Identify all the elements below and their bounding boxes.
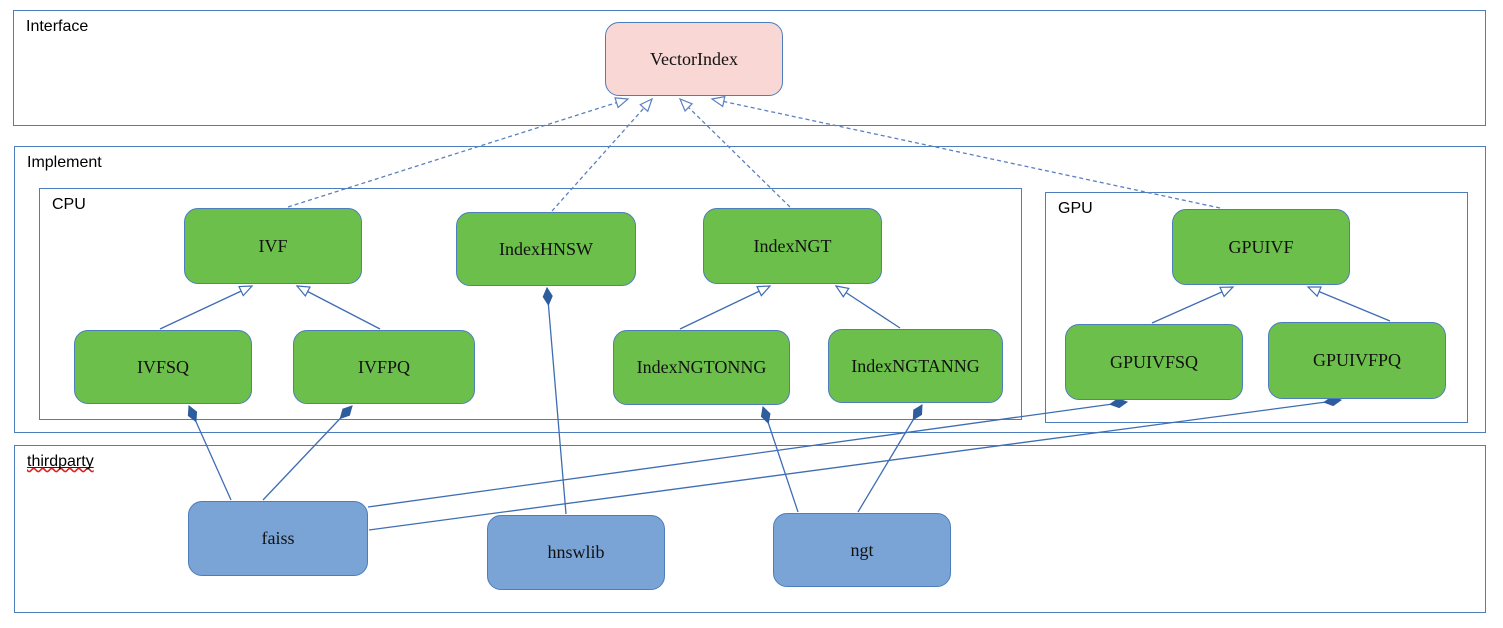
node-indexngtanng: IndexNGTANNG xyxy=(828,329,1003,403)
container-implement-label: Implement xyxy=(27,154,102,171)
node-ivfsq: IVFSQ xyxy=(74,330,252,404)
node-indexngtonng: IndexNGTONNG xyxy=(613,330,790,405)
node-indexhnsw: IndexHNSW xyxy=(456,212,636,286)
node-ngt: ngt xyxy=(773,513,951,587)
node-gpuivfpq: GPUIVFPQ xyxy=(1268,322,1446,399)
node-ivf: IVF xyxy=(184,208,362,284)
node-ivf-label: IVF xyxy=(258,235,288,256)
node-gpuivf: GPUIVF xyxy=(1172,209,1350,285)
node-indexngt: IndexNGT xyxy=(703,208,882,284)
node-indexngtonng-label: IndexNGTONNG xyxy=(636,357,767,377)
node-faiss-label: faiss xyxy=(261,528,295,548)
container-cpu-label: CPU xyxy=(52,196,86,213)
node-ivfsq-label: IVFSQ xyxy=(136,356,189,377)
node-vectorindex-label: VectorIndex xyxy=(650,48,738,69)
container-gpu-label: GPU xyxy=(1058,200,1093,217)
node-gpuivf-label: GPUIVF xyxy=(1228,236,1294,257)
node-indexhnsw-label: IndexHNSW xyxy=(499,238,593,259)
node-gpuivfsq: GPUIVFSQ xyxy=(1065,324,1243,400)
node-vectorindex: VectorIndex xyxy=(605,22,783,96)
container-interface-label: Interface xyxy=(26,18,89,35)
node-indexngt-label: IndexNGT xyxy=(753,235,832,256)
node-gpuivfpq-label: GPUIVFPQ xyxy=(1312,350,1402,370)
node-faiss: faiss xyxy=(188,501,368,576)
container-thirdparty-label: thirdparty xyxy=(27,453,94,471)
node-ivfpq: IVFPQ xyxy=(293,330,475,404)
node-ngt-label: ngt xyxy=(850,539,874,560)
node-ivfpq-label: IVFPQ xyxy=(357,356,410,377)
node-indexngtanng-label: IndexNGTANNG xyxy=(851,355,980,376)
thirdparty-misspelled-text: thirdparty xyxy=(27,453,94,470)
node-hnswlib: hnswlib xyxy=(487,515,665,590)
node-gpuivfsq-label: GPUIVFSQ xyxy=(1109,351,1199,372)
node-hnswlib-label: hnswlib xyxy=(547,542,605,562)
